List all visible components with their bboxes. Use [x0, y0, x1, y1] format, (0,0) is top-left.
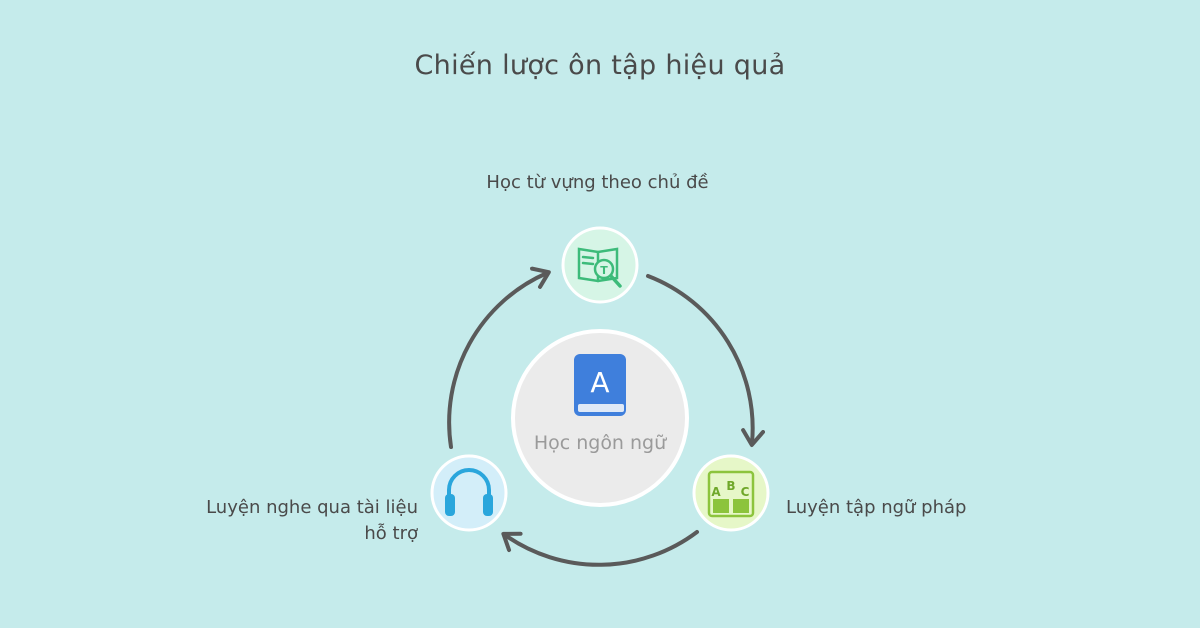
arrow-grammar-to-listening — [501, 530, 699, 567]
diagram-title: Chiến lược ôn tập hiệu quả — [414, 50, 786, 81]
center-label: Học ngôn ngữ — [533, 432, 667, 454]
node-listening — [430, 454, 508, 532]
node-grammar — [692, 454, 770, 532]
svg-text:B: B — [726, 479, 735, 493]
label-vocabulary: Học từ vựng theo chủ đề — [486, 172, 709, 193]
svg-text:A: A — [711, 485, 721, 499]
book-letter-a-icon: A — [574, 354, 626, 416]
label-listening: Luyện nghe qua tài liệu hỗ trợ — [206, 497, 418, 544]
arrow-vocabulary-to-grammar — [646, 274, 766, 447]
abc-blocks-icon: A B C — [707, 470, 755, 518]
label-grammar: Luyện tập ngữ pháp — [786, 497, 967, 518]
arrow-listening-to-vocabulary — [447, 266, 551, 449]
center-circle — [511, 329, 689, 507]
book-magnifier-icon: T — [577, 247, 622, 288]
svg-text:C: C — [741, 485, 750, 499]
svg-text:T: T — [600, 264, 608, 277]
svg-text:A: A — [590, 366, 609, 399]
headphones-icon — [445, 468, 493, 516]
